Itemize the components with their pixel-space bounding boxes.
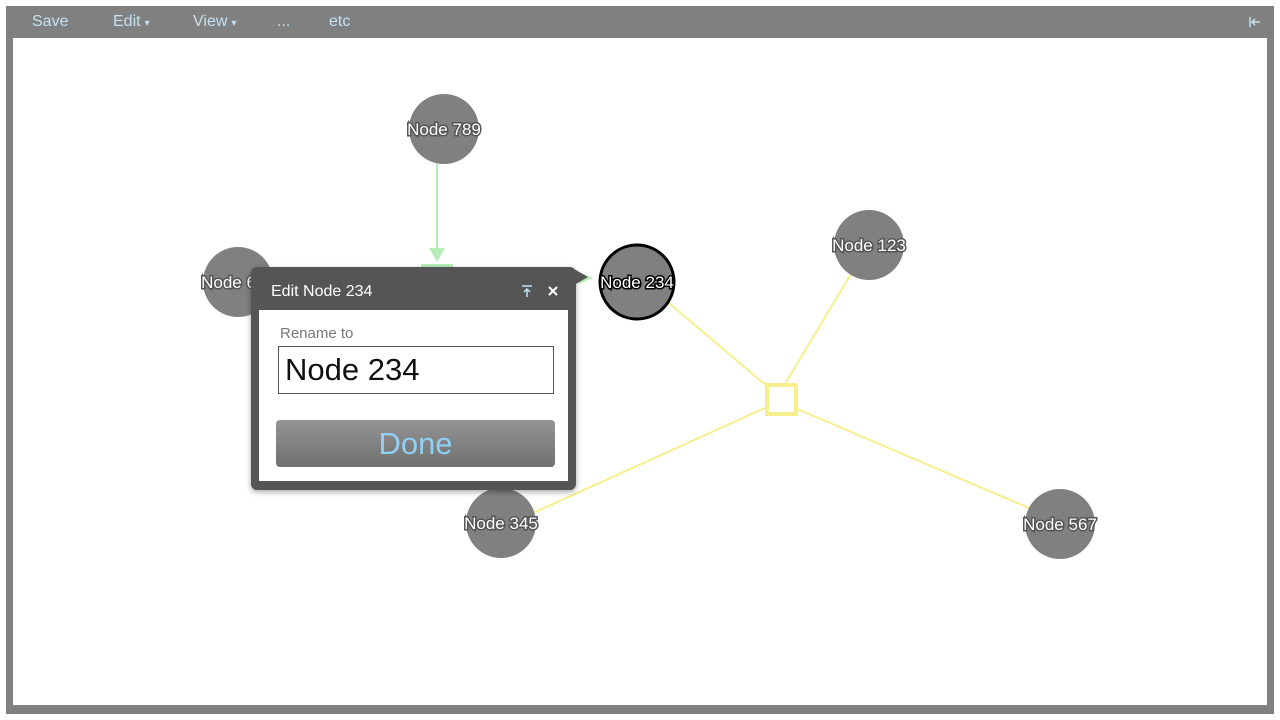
graph-node[interactable]: Node 123 (831, 210, 907, 280)
edit-node-dialog: Edit Node 234 Rename to Done (251, 267, 588, 490)
node-label: Node 234 (600, 273, 674, 292)
menu-view[interactable]: View▾ (193, 13, 236, 31)
yellow-junction[interactable] (765, 383, 798, 416)
graph-canvas[interactable]: Node 789 Node 678 Node 234 Node 123 Node… (13, 38, 1267, 705)
menu-view-label: View (193, 13, 228, 30)
node-label: Node 345 (464, 514, 538, 533)
edge-234-yellow (662, 297, 776, 394)
chevron-down-icon: ▾ (231, 18, 237, 29)
node-label: Node 567 (1023, 515, 1097, 534)
menu-edit[interactable]: Edit▾ (113, 13, 150, 31)
collapse-panel-icon[interactable] (1248, 15, 1262, 29)
chevron-down-icon: ▾ (144, 18, 150, 29)
app-window: Save Edit▾ View▾ ... etc (6, 6, 1274, 714)
edge-567-yellow (794, 407, 1030, 509)
edge-345-yellow (532, 407, 766, 514)
arrowhead-icon (429, 248, 445, 262)
dialog-title: Edit Node 234 (271, 283, 373, 300)
menu-edit-label: Edit (113, 13, 141, 30)
menu-etc-label: etc (329, 13, 351, 30)
pin-to-top-icon[interactable] (519, 283, 535, 299)
menu-save-label: Save (32, 13, 69, 30)
rename-input[interactable] (278, 346, 554, 394)
graph-node[interactable]: Node 567 (1022, 489, 1098, 559)
graph-node[interactable]: Node 345 (463, 488, 539, 558)
dialog-pointer (574, 269, 588, 285)
close-icon[interactable] (545, 283, 561, 299)
graph-node-selected[interactable]: Node 234 (598, 243, 676, 321)
graph-svg: Node 789 Node 678 Node 234 Node 123 Node… (200, 94, 1098, 559)
graph-node[interactable]: Node 789 (406, 94, 482, 164)
menu-more[interactable]: ... (277, 13, 290, 31)
menu-etc[interactable]: etc (329, 13, 350, 31)
node-label: Node 123 (832, 236, 906, 255)
dialog-body: Rename to Done (259, 310, 568, 481)
menu-save[interactable]: Save (32, 13, 68, 31)
menu-more-label: ... (277, 13, 291, 30)
menu-bar: Save Edit▾ View▾ ... etc (6, 6, 1274, 38)
edge-123-yellow (784, 273, 852, 385)
rename-label: Rename to (280, 325, 354, 342)
done-button[interactable]: Done (276, 420, 555, 467)
node-label: Node 789 (407, 120, 481, 139)
